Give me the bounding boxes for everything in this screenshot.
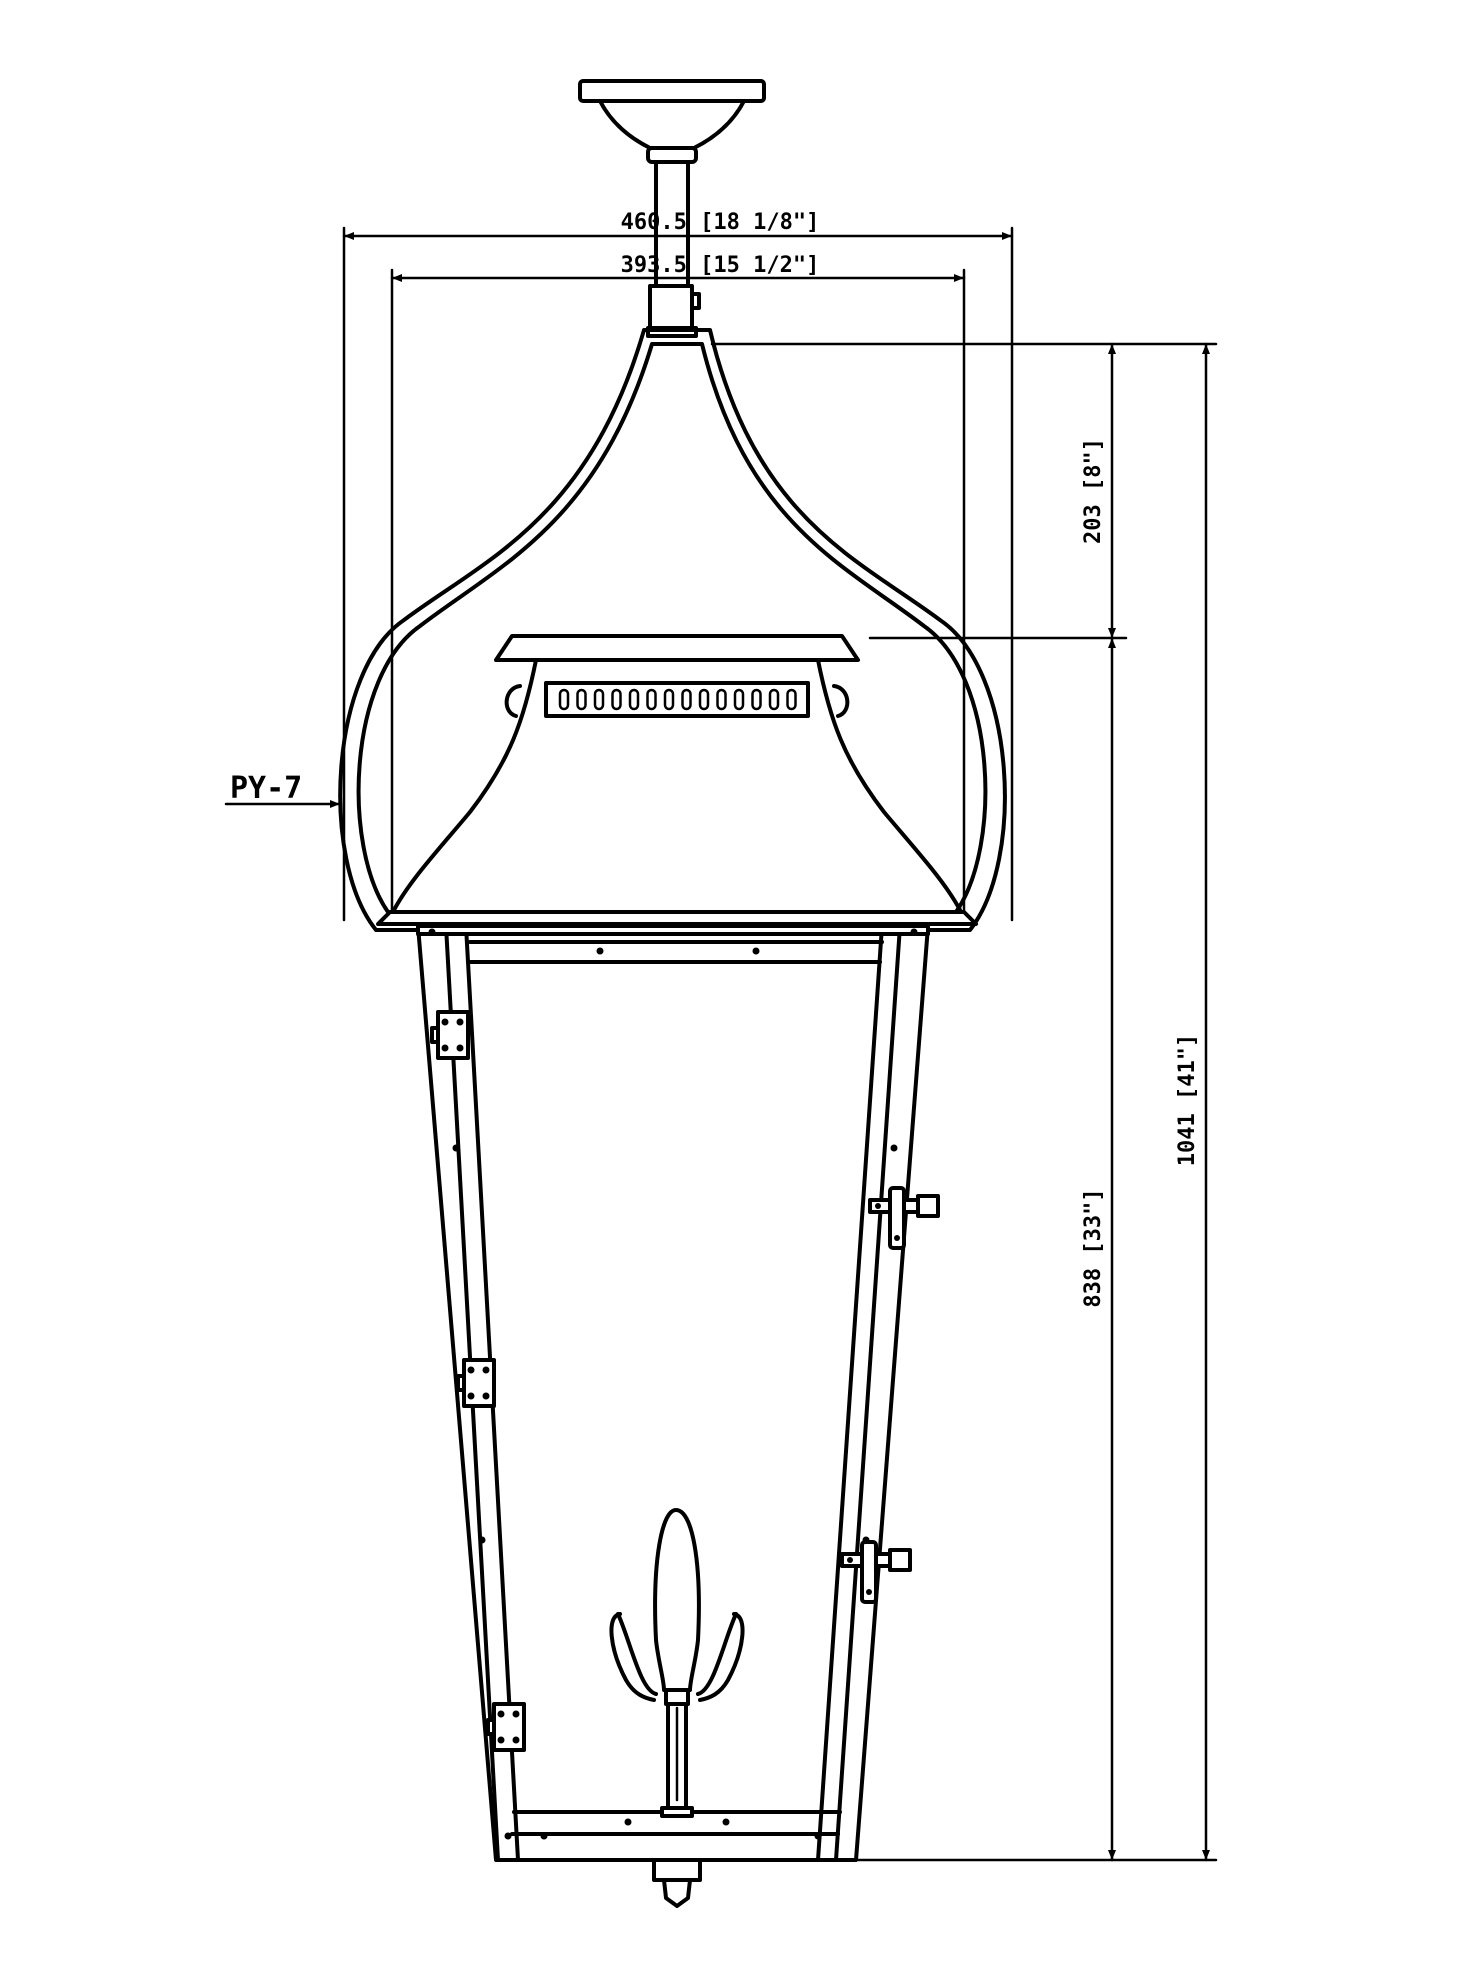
dimension-overall-height: 1041 [41"] [1175,342,1210,1862]
vent-slot [663,688,675,711]
frame-screws [428,928,918,1840]
screw [504,1832,512,1840]
vent-slot [646,688,657,711]
vent-slot [628,688,640,711]
extension-lines [342,226,1218,1862]
vent-slot [576,688,587,711]
dimension-label: 1041 [41"] [1175,1034,1200,1166]
screw [752,947,760,955]
dimension-label: 838 [33"] [1081,1188,1106,1307]
screw [452,1144,460,1152]
screw [596,947,604,955]
lantern-frame [416,924,930,1862]
screw [890,1144,898,1152]
dimension-label: 460.5 [18 1/8"] [621,210,820,235]
screw [428,928,436,936]
dimension-label: 203 [8"] [1081,438,1106,544]
vent-slot [593,688,605,711]
flame-burner [609,1508,745,1818]
vent-slot [751,688,762,711]
stem [646,160,701,338]
vent-slot [558,688,570,711]
vent-slot [733,688,745,711]
vent-slot [786,688,797,711]
latch [868,1186,940,1250]
vent-slots [558,688,797,711]
dimension-inner-width: 393.5 [15 1/2"] [390,253,966,282]
screw [910,928,918,936]
vent-slot [611,688,622,711]
dimension-top-height: 203 [8"] [1081,342,1116,640]
dimension-label: 393.5 [15 1/2"] [621,253,820,278]
gas-fitting [652,1858,702,1908]
hinge [456,1358,496,1408]
screw [478,1536,486,1544]
vent-slot [768,688,780,711]
dimension-overall-width: 460.5 [18 1/8"] [342,210,1014,240]
tag-label: PY-7 [230,771,302,806]
latch [840,1540,912,1604]
screw [624,1818,632,1826]
part-tag: PY-7 [224,771,342,808]
dimension-body-height: 838 [33"] [1081,636,1116,1862]
dome-rim [376,910,978,926]
screw [540,1832,548,1840]
chimney-vent [392,634,962,912]
ceiling-canopy [578,79,766,164]
vent-slot [716,688,727,711]
hinge [430,1010,470,1060]
hinge [486,1702,526,1752]
vent-slot [698,688,710,711]
screw [722,1818,730,1826]
screw [814,1832,822,1840]
vent-slot [681,688,692,711]
